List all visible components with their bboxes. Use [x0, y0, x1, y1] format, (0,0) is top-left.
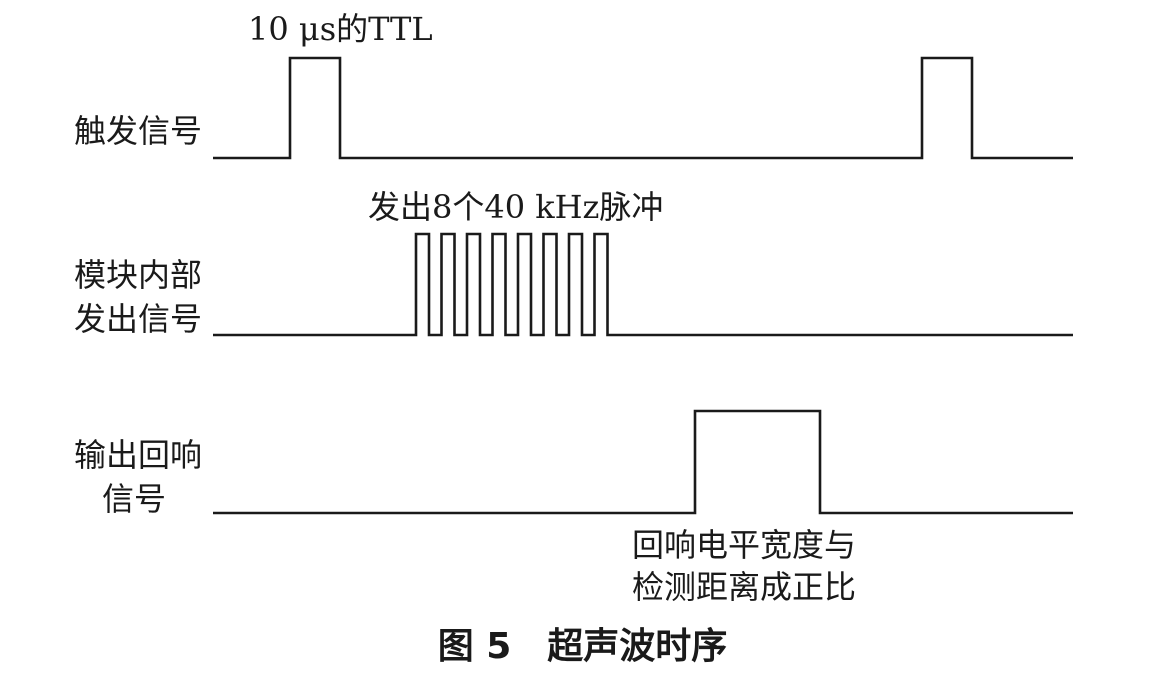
- burst-annotation: 发出8个40 kHz脉冲: [368, 188, 664, 226]
- echo-waveform: [213, 409, 1073, 515]
- trigger-waveform: [213, 56, 1073, 160]
- echo-signal-label-line1: 输出回响: [73, 436, 202, 474]
- module-signal-label-line1: 模块内部: [73, 256, 202, 294]
- trigger-pulse-annotation: 10 μs的TTL: [248, 10, 433, 48]
- module-burst-waveform: [213, 232, 1073, 337]
- echo-signal-label-line2: 信号: [102, 480, 167, 518]
- trigger-signal-label: 触发信号: [73, 112, 202, 150]
- echo-note-line1: 回响电平宽度与: [632, 526, 857, 564]
- echo-note-line2: 检测距离成正比: [632, 568, 857, 606]
- figure-caption: 图 5 超声波时序: [437, 626, 728, 667]
- module-signal-label-line2: 发出信号: [73, 300, 202, 338]
